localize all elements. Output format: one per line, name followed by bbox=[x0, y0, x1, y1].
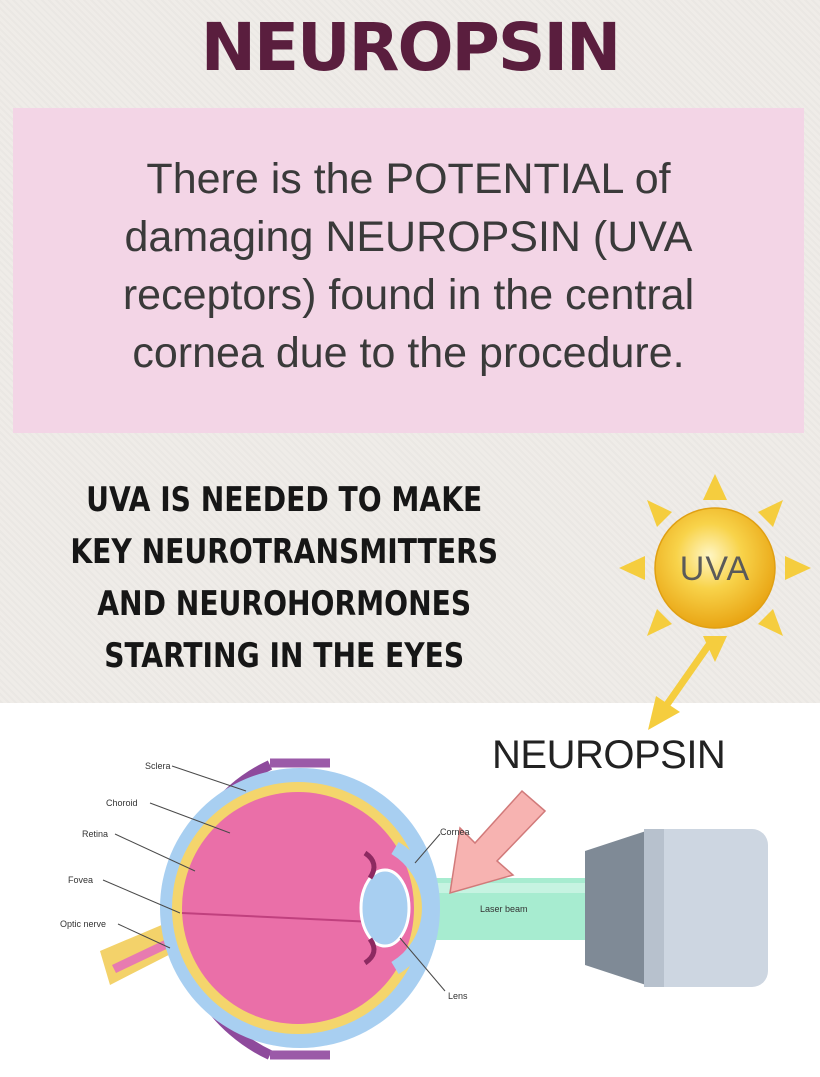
uva-line: UVA IS NEEDED TO MAKE bbox=[86, 480, 483, 520]
eye-diagram: Sclera Choroid Retina Fovea Optic nerve … bbox=[60, 758, 768, 1060]
info-box bbox=[13, 108, 804, 433]
label-choroid: Choroid bbox=[106, 798, 138, 808]
info-line: receptors) found in the central bbox=[122, 271, 695, 319]
sun-label: UVA bbox=[680, 550, 750, 588]
info-text: There is the POTENTIAL of damaging NEURO… bbox=[13, 150, 804, 382]
info-line: There is the POTENTIAL of bbox=[146, 155, 671, 203]
info-line: cornea due to the procedure. bbox=[132, 329, 685, 377]
laser-arrow-icon bbox=[449, 789, 547, 895]
sun-icon: UVA bbox=[619, 474, 811, 662]
label-fovea: Fovea bbox=[68, 875, 93, 885]
uva-line: KEY NEUROTRANSMITTERS bbox=[70, 532, 499, 572]
uva-line: AND NEUROHORMONES bbox=[97, 584, 472, 624]
uva-statement: UVA IS NEEDED TO MAKE KEY NEUROTRANSMITT… bbox=[22, 474, 546, 682]
label-sclera: Sclera bbox=[145, 761, 171, 771]
label-lens: Lens bbox=[448, 991, 468, 1001]
arrow-icon bbox=[648, 642, 712, 730]
label-optic-nerve: Optic nerve bbox=[60, 919, 106, 929]
uva-line: STARTING IN THE EYES bbox=[104, 636, 465, 676]
page-title: NEUROPSIN bbox=[200, 9, 622, 86]
label-laser-beam: Laser beam bbox=[480, 904, 528, 914]
label-cornea: Cornea bbox=[440, 827, 470, 837]
laser-device-icon bbox=[436, 829, 768, 987]
neuropsin-label: NEUROPSIN bbox=[492, 733, 726, 777]
label-retina: Retina bbox=[82, 829, 108, 839]
info-line: damaging NEUROPSIN (UVA bbox=[124, 213, 693, 261]
